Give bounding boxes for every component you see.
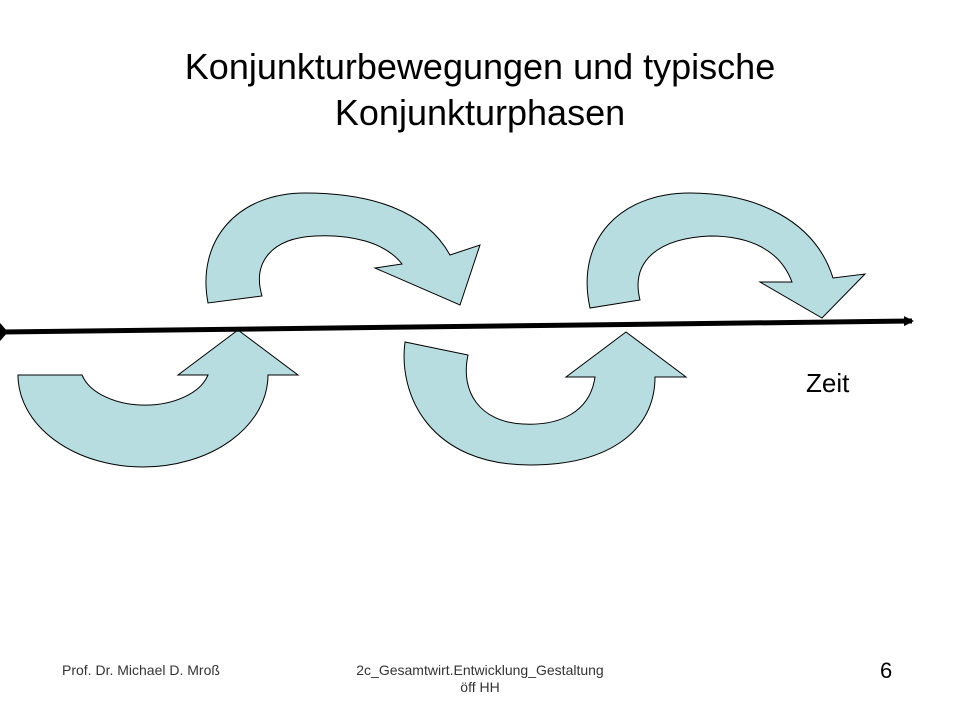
slide-title-line-1: Konjunkturbewegungen und typische — [184, 46, 776, 87]
footer-author: Prof. Dr. Michael D. Mroß — [62, 662, 220, 678]
footer-filename-line-2: öff HH — [460, 679, 500, 695]
time-axis — [1, 316, 914, 335]
curved-arrow-4 — [586, 192, 867, 319]
page-number: 6 — [880, 658, 893, 683]
footer-filename: 2c_Gesamtwirt.Entwicklung_Gestaltung öff… — [330, 662, 630, 696]
curved-arrow-1 — [17, 329, 300, 468]
slide-title: Konjunkturbewegungen und typische Konjun… — [0, 44, 960, 136]
footer-filename-line-1: 2c_Gesamtwirt.Entwicklung_Gestaltung — [356, 662, 604, 678]
axis-label-time: Zeit — [806, 368, 850, 398]
slide-title-line-2: Konjunkturphasen — [334, 92, 626, 133]
time-axis-start-cap — [0, 323, 8, 341]
curved-arrow-3 — [403, 331, 688, 466]
curved-arrow-2 — [205, 192, 481, 306]
